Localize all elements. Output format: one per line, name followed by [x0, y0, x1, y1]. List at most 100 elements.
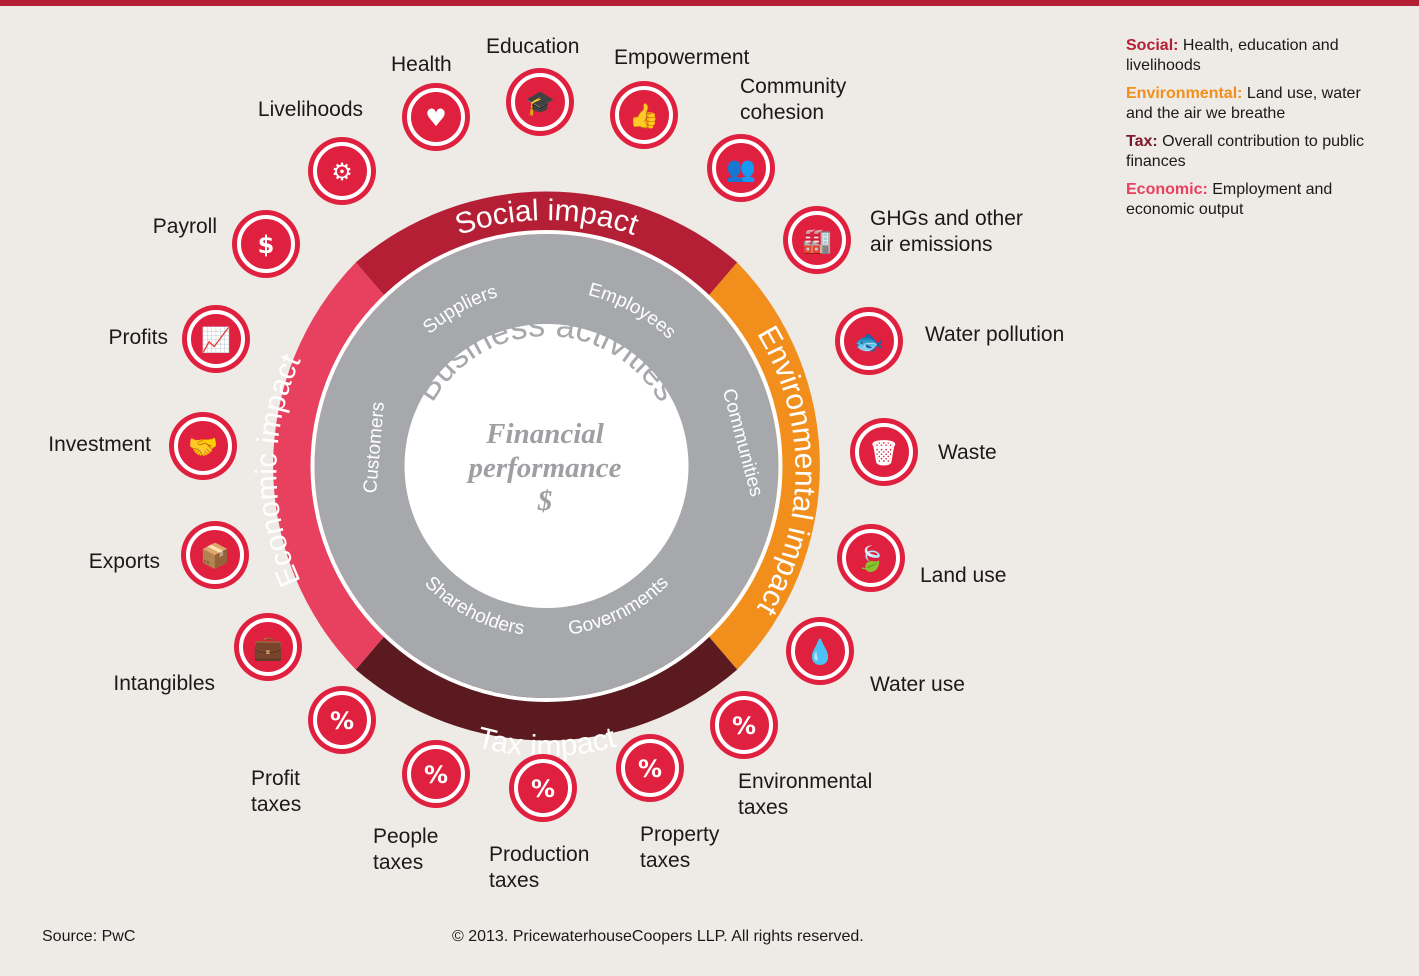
people-taxes-icon: %	[402, 740, 470, 808]
icon-glyph: 💧	[805, 638, 835, 666]
icon-outer-circle	[783, 206, 851, 274]
ghg-emissions-icon: 🏭	[783, 206, 851, 274]
exports-label: Exports	[89, 549, 160, 575]
label-line: Community	[740, 75, 847, 98]
community-cohesion-icon: 👥	[707, 134, 775, 202]
icon-ring	[855, 423, 913, 481]
label-line: air emissions	[870, 233, 993, 256]
legend-environmental: Environmental: Land use, water and the a…	[1126, 84, 1386, 124]
copyright-note: © 2013. PricewaterhouseCoopers LLP. All …	[452, 928, 864, 945]
profits-icon: 📈	[182, 305, 250, 373]
icon-outer-circle	[610, 81, 678, 149]
icon-outer-circle	[616, 734, 684, 802]
waste-label: Waste	[938, 440, 997, 466]
legend-tax: Tax: Overall contribution to public fina…	[1126, 132, 1386, 172]
land-use-icon: 🍃	[837, 524, 905, 592]
waste-icon: 🗑	[850, 418, 918, 486]
investment-icon: 🤝	[169, 412, 237, 480]
icon-outer-circle	[181, 521, 249, 589]
water-use-icon: 💧	[786, 617, 854, 685]
icon-outer-circle	[232, 210, 300, 278]
icon-glyph: %	[330, 707, 354, 735]
label-line: Payroll	[152, 215, 217, 238]
icon-ring	[174, 417, 232, 475]
intangibles-label: Intangibles	[113, 671, 215, 697]
legend-social: Social: Health, education and livelihood…	[1126, 36, 1386, 76]
payroll-label: Payroll	[153, 214, 217, 240]
icon-ring	[239, 618, 297, 676]
icon-glyph: %	[732, 712, 756, 740]
label-line: Water pollution	[925, 323, 1065, 346]
icon-ring	[788, 211, 846, 269]
icon-glyph: 👍	[629, 102, 659, 130]
label-line: taxes	[640, 849, 691, 872]
legend-key: Economic:	[1126, 181, 1208, 198]
icon-ring	[407, 88, 465, 146]
legend-key: Social:	[1126, 37, 1179, 54]
icon-outer-circle	[182, 305, 250, 373]
icon-glyph: 🤝	[188, 433, 218, 461]
payroll-icon: $	[232, 210, 300, 278]
label-line: Livelihoods	[257, 98, 363, 121]
education-icon: 🎓	[506, 68, 574, 136]
icon-ring	[511, 73, 569, 131]
icon-outer-circle	[710, 691, 778, 759]
label-line: cohesion	[740, 101, 825, 124]
icon-outer-circle	[402, 83, 470, 151]
icon-outer-circle	[169, 412, 237, 480]
source-note: Source: PwC	[42, 928, 136, 945]
icon-glyph: 💼	[253, 634, 283, 662]
center-performance: performance	[465, 452, 621, 484]
label-line: taxes	[489, 869, 540, 892]
legend-text: Land use, water and the air we breathe	[1126, 85, 1361, 122]
community-cohesion-label: Community cohesion	[740, 74, 846, 126]
livelihoods-label: Livelihoods	[258, 97, 363, 123]
profit-taxes-icon: %	[308, 686, 376, 754]
label-line: Empowerment	[614, 46, 750, 69]
production-taxes-icon: %	[509, 754, 577, 822]
icon-ring	[407, 745, 465, 803]
icon-ring	[615, 86, 673, 144]
legend: Social: Health, education and livelihood…	[1126, 36, 1386, 228]
economic-impact-segment	[273, 262, 395, 670]
icon-glyph: ♥	[425, 104, 447, 132]
intangibles-icon: 💼	[234, 613, 302, 681]
exports-icon: 📦	[181, 521, 249, 589]
icon-ring	[313, 142, 371, 200]
legend-text: Health, education and livelihoods	[1126, 37, 1339, 74]
icon-glyph: 📦	[200, 542, 230, 570]
icon-ring	[514, 759, 572, 817]
empowerment-label: Empowerment	[614, 45, 749, 71]
legend-key: Tax:	[1126, 133, 1158, 150]
legend-economic: Economic: Employment and economic output	[1126, 180, 1386, 220]
icon-glyph: 🏭	[802, 227, 832, 255]
label-line: Profits	[108, 326, 168, 349]
icon-ring	[791, 622, 849, 680]
icon-ring	[712, 139, 770, 197]
label-line: GHGs and other	[870, 207, 1023, 230]
icon-glyph: 👥	[726, 155, 756, 183]
label-line: Land use	[920, 564, 1007, 587]
profits-label: Profits	[108, 325, 168, 351]
label-line: Exports	[88, 550, 160, 573]
icon-glyph: 🐟	[854, 328, 884, 356]
icon-glyph: 🍃	[856, 544, 886, 573]
icon-outer-circle	[308, 137, 376, 205]
icon-glyph: 🗑	[869, 439, 899, 467]
health-icon: ♥	[402, 83, 470, 151]
water-use-label: Water use	[870, 672, 965, 698]
label-line: Water use	[870, 673, 965, 696]
land-use-label: Land use	[920, 563, 1006, 589]
icon-ring	[715, 696, 773, 754]
education-label: Education	[486, 34, 579, 60]
icon-glyph: $	[258, 231, 275, 259]
icon-ring	[621, 739, 679, 797]
livelihoods-icon: ⚙	[308, 137, 376, 205]
label-line: Investment	[48, 433, 151, 456]
icon-ring	[237, 215, 295, 273]
legend-text: Employment and economic output	[1126, 181, 1333, 218]
center-disk	[404, 324, 689, 608]
